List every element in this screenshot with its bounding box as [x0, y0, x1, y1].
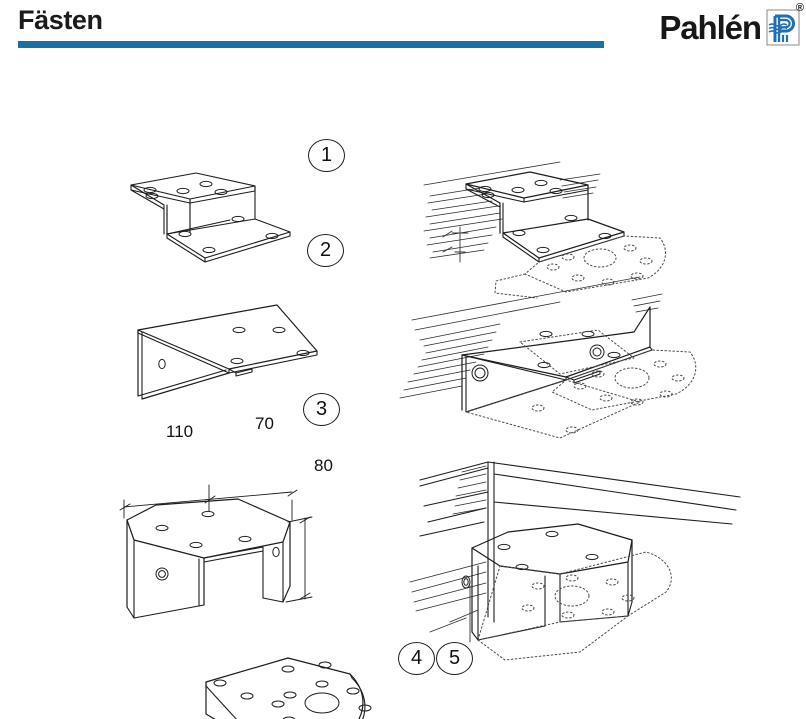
part-view-item-2	[137, 304, 318, 400]
part-view-item-3-holes	[155, 510, 280, 581]
install-view-item-2	[399, 276, 663, 413]
item-number-badge-1[interactable]: 1	[308, 139, 345, 172]
part-view-item-4-5-holes	[213, 661, 372, 719]
page-header: Fästen Pahlén ®	[0, 0, 806, 62]
install-view-item-2-holes	[471, 330, 621, 382]
page-title: Fästen	[18, 5, 103, 35]
install-view-item-3-holes	[461, 530, 599, 589]
dimension-label-80: 80	[314, 456, 333, 475]
dimension-label-110: 110	[166, 422, 194, 441]
registered-trademark-icon: ®	[795, 2, 804, 14]
item-number-badge-3[interactable]: 3	[303, 393, 340, 426]
dimension-lines-item-3	[119, 484, 313, 603]
dimension-label-70: 70	[255, 414, 274, 433]
part-view-item-1-holes	[143, 180, 279, 254]
part-view-item-3	[126, 498, 291, 619]
part-view-item-1	[130, 172, 291, 263]
brand-wordmark: Pahlén	[659, 9, 762, 46]
install-view-item-1-hidden-plate	[494, 235, 666, 299]
install-view-item-1-holes	[478, 179, 612, 254]
install-view-item-1	[423, 161, 625, 263]
item-number-badge-4[interactable]: 4	[398, 642, 435, 675]
item-number-badge-2[interactable]: 2	[307, 234, 344, 267]
pahlen-p-logo-icon	[766, 6, 806, 48]
part-view-item-2-holes	[158, 326, 310, 370]
part-view-item-4-5	[205, 657, 366, 719]
install-view-item-3-hidden-plate	[477, 551, 672, 661]
header-divider-rule	[18, 41, 604, 48]
install-view-item-2-hidden-plate	[465, 329, 697, 439]
brand-logo: Pahlén ®	[659, 2, 806, 52]
assembly-drawing-sheet: 1 2 3 4 5 110 70 80	[0, 62, 806, 719]
install-view-item-3	[409, 461, 741, 641]
item-number-badge-5[interactable]: 5	[436, 642, 473, 675]
